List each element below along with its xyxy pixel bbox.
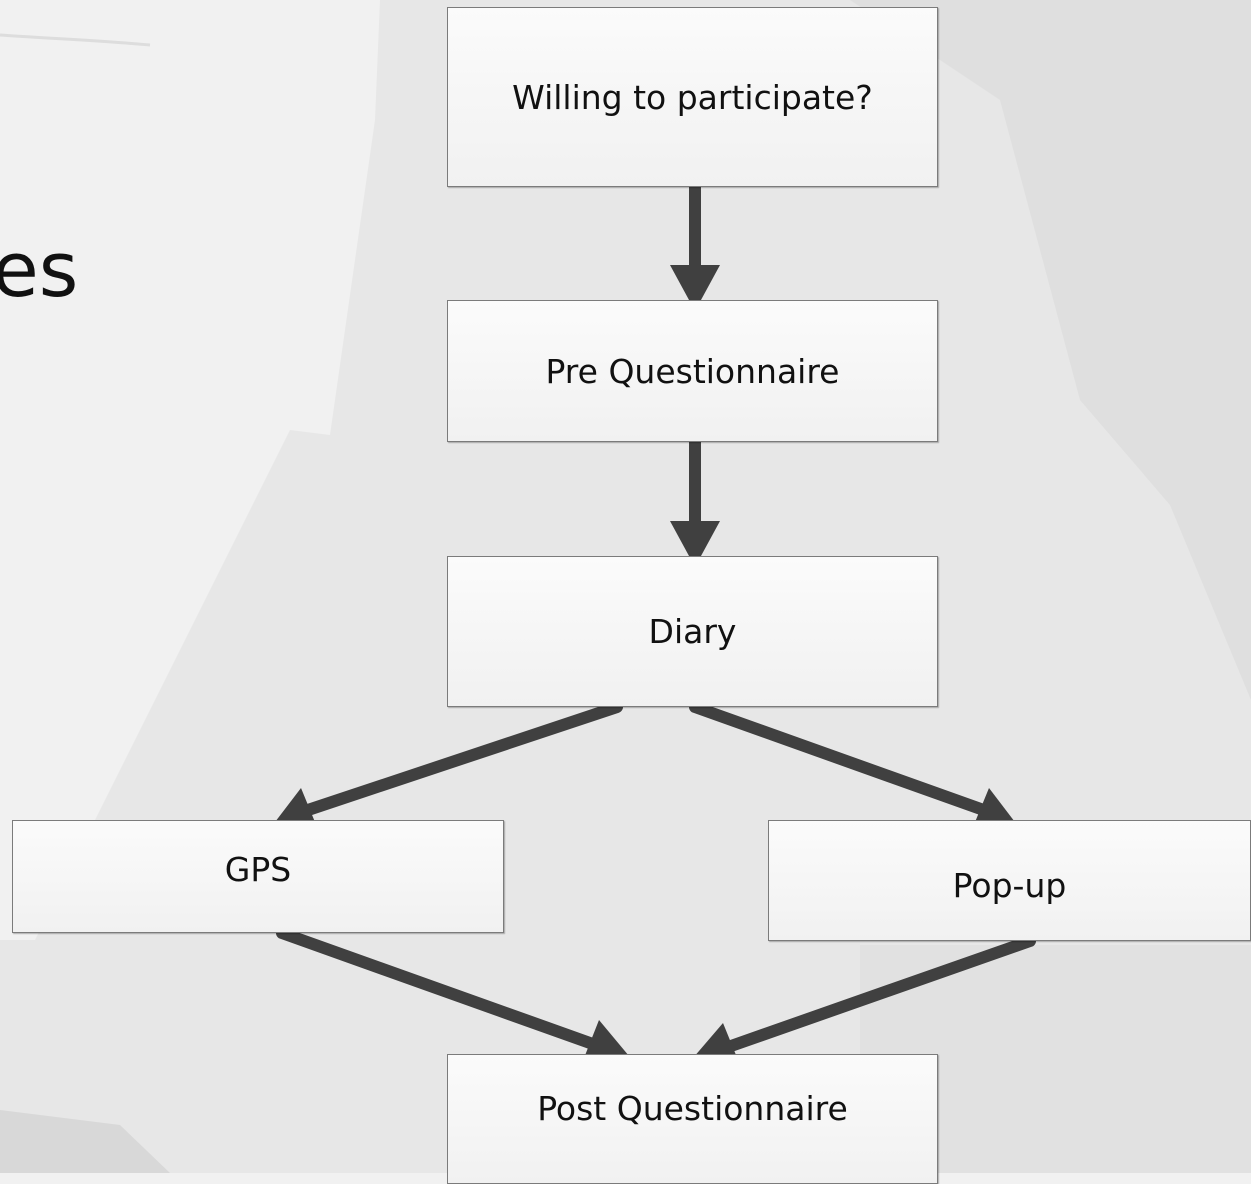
node-label: Diary — [648, 612, 737, 651]
node-willing-to-participate: Willing to participate? — [447, 7, 938, 187]
node-label: Pop-up — [952, 866, 1067, 905]
node-label: GPS — [224, 850, 292, 889]
node-diary: Diary — [447, 556, 938, 707]
node-label: Willing to participate? — [512, 77, 873, 117]
node-gps: GPS — [12, 820, 504, 933]
node-label: Pre Questionnaire — [545, 351, 840, 391]
node-pop-up: Pop-up — [768, 820, 1251, 941]
node-label: Post Questionnaire — [537, 1088, 848, 1128]
partial-slide-title: es — [0, 225, 79, 314]
node-post-questionnaire: Post Questionnaire — [447, 1054, 938, 1184]
node-pre-questionnaire: Pre Questionnaire — [447, 300, 938, 442]
